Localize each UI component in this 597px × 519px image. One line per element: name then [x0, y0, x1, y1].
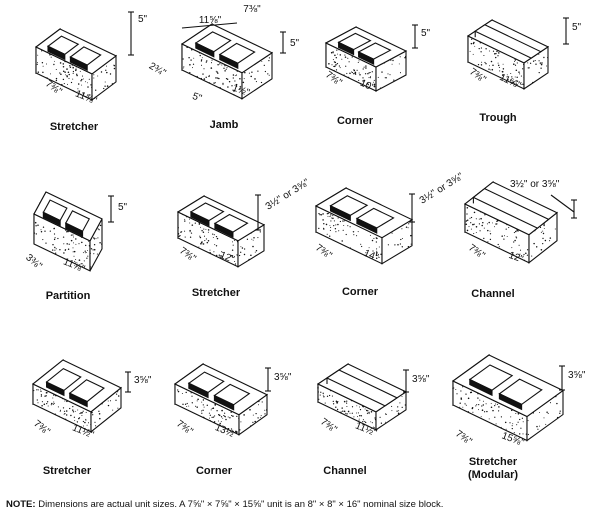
caption-stretcher-4: Stretcher (Modular) [458, 456, 528, 482]
block-stretcher-2-front-texture [177, 213, 239, 265]
block-trough-channel-groove [474, 24, 542, 59]
dim-jamb-jamb-label: 5" [191, 91, 204, 105]
block-jamb-front-texture [182, 46, 241, 96]
block-corner-2-core-shadow-1 [329, 204, 351, 222]
caption-stretcher-3: Stretcher [42, 465, 92, 477]
dim-channel-1-length-label: 12" [507, 250, 525, 266]
dim-stretcher-2-height-label: 3½" or 3⅝" [264, 177, 312, 213]
dim-stretcher-2-length-label: 12" [218, 250, 236, 266]
block-channel-1-right-texture [531, 223, 556, 257]
footnote-label: NOTE: [6, 499, 36, 510]
block-stretcher-1-core-shadow-1 [47, 45, 66, 61]
block-channel-2-front-texture [317, 387, 377, 429]
block-stretcher-2-core-shadow-2 [214, 222, 234, 238]
caption-corner-1: Corner [336, 115, 374, 127]
block-corner-3-front-texture [177, 389, 240, 434]
block-partition-core-shadow-1 [42, 211, 61, 227]
block-jamb-right-texture [242, 55, 270, 84]
dim-channel-2-width-label: 7⅜" [318, 416, 339, 435]
caption-jamb: Jamb [209, 119, 239, 131]
caption-channel-2: Channel [323, 465, 367, 477]
footnote-text: Dimensions are actual unit sizes. A 7⅝" … [38, 499, 444, 510]
block-corner-1-front-texture [328, 49, 376, 88]
block-stretcher-3-core-shadow-2 [69, 392, 88, 408]
caption-stretcher-2: Stretcher [191, 287, 241, 299]
block-stretcher-1-right-texture [93, 55, 117, 91]
block-corner-2-right-texture [387, 220, 413, 248]
block-channel-1-channel-groove [472, 187, 550, 229]
block-channel-2-right-texture [376, 396, 406, 430]
block-corner-3-core-shadow-2 [213, 394, 235, 411]
block-channel-2-channel-groove [325, 369, 399, 407]
block-jamb-core-shadow-2 [219, 53, 239, 70]
dim-channel-1-width-label: 7⅜" [466, 242, 487, 261]
block-corner-3-right-texture [239, 400, 268, 431]
caption-channel-1: Channel [471, 288, 515, 300]
dim-jamb-width-label: 7⅜" [243, 4, 261, 15]
block-stretcher-modular-core-shadow-2 [498, 392, 523, 411]
dim-stretcher-modular-width-label: 7⅜" [453, 428, 474, 447]
block-corner-3-core-shadow-1 [188, 382, 209, 399]
caption-corner-3: Corner [195, 465, 233, 477]
block-stretcher-modular-front-texture [452, 386, 528, 435]
dim-stretcher-3-height-label: 3⅝" [134, 375, 152, 386]
block-partition-core-shadow-2 [65, 222, 84, 238]
block-stretcher-2-right-texture [238, 231, 261, 261]
dim-channel-2-height-label: 3⅝" [412, 374, 430, 385]
block-corner-1-top-face [324, 26, 408, 68]
footnote: NOTE: Dimensions are actual unit sizes. … [6, 499, 443, 510]
caption-corner-2: Corner [341, 286, 379, 298]
dim-channel-1-height-label: 3½" or 3⅝" [510, 179, 560, 190]
block-corner-1-core-shadow-1 [338, 41, 355, 56]
block-stretcher-3-core-shadow-1 [46, 381, 65, 397]
dim-corner-1-height-label: 5" [421, 28, 431, 39]
dim-corner-3-height-label: 3⅝" [274, 372, 292, 383]
caption-partition: Partition [45, 290, 91, 302]
block-stretcher-3-front-texture [33, 384, 92, 431]
block-stretcher-3-top-face [31, 359, 123, 413]
caption-stretcher-1: Stretcher [49, 121, 99, 133]
dim-partition-height-label: 5" [118, 202, 128, 213]
dim-corner-2-height-label: 3½" or 3⅝" [418, 171, 466, 207]
block-channel-1-front-texture [464, 207, 529, 262]
block-stretcher-2-core-shadow-1 [190, 211, 210, 227]
block-trough-front-texture [469, 38, 525, 86]
block-jamb-core-shadow-1 [195, 42, 215, 58]
dim-jamb-length-label: 11⅝" [199, 15, 222, 26]
block-corner-1-core-shadow-2 [358, 51, 375, 66]
dim-stretcher-2-width-label: 7⅜" [177, 245, 198, 264]
dim-jamb-recess-label: 2¾" [147, 61, 168, 79]
dim-trough-height-label: 5" [572, 22, 582, 33]
dim-stretcher-3-width-label: 7⅜" [31, 418, 52, 438]
block-jamb-top-face [180, 23, 274, 74]
block-partition-right-texture [89, 224, 103, 270]
caption-trough: Trough [479, 112, 517, 124]
dim-partition-width-label: 3⅜" [23, 252, 44, 272]
dim-jamb-height-label: 5" [290, 38, 300, 49]
caption-stretcher-4-line2: (Modular) [467, 469, 519, 481]
dim-corner-3-width-label: 7⅜" [174, 418, 195, 437]
block-corner-2-front-texture [318, 212, 382, 259]
dim-channel-1-leader [550, 194, 575, 213]
dim-corner-2-length-label: 14" [362, 248, 380, 264]
block-stretcher-modular-core-shadow-1 [469, 378, 493, 397]
block-corner-2-core-shadow-2 [356, 217, 378, 234]
caption-stretcher-4-line1: Stretcher [468, 456, 518, 468]
dim-corner-2-width-label: 7⅜" [313, 242, 334, 261]
dim-stretcher-modular-height-label: 3⅝" [568, 370, 586, 381]
block-trough-right-texture [527, 53, 549, 84]
block-stretcher-1-core-shadow-2 [69, 56, 88, 71]
dim-stretcher-1-height-label: 5" [138, 14, 148, 25]
